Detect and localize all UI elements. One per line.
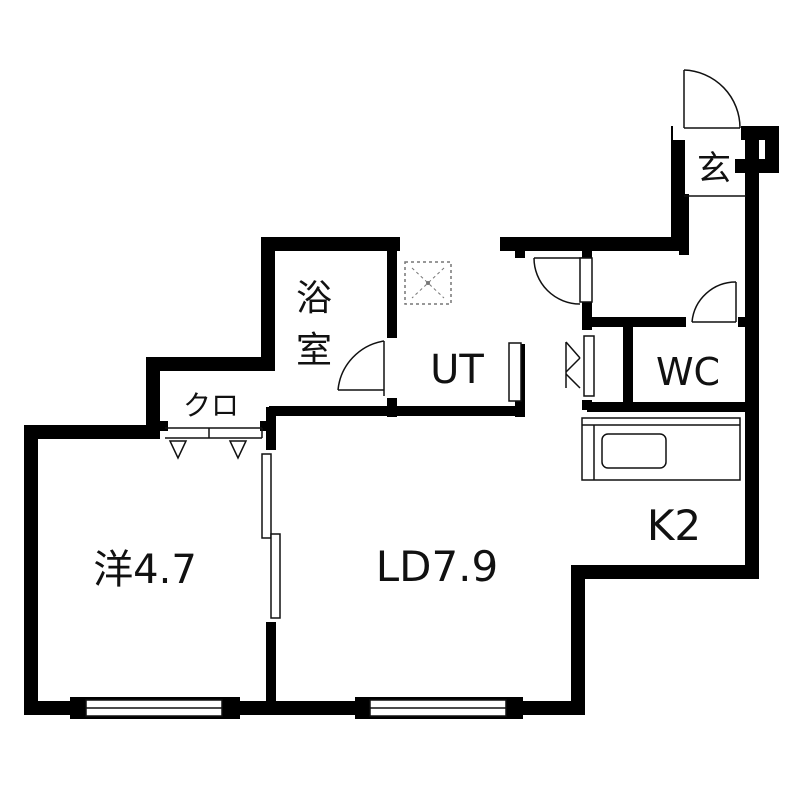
exterior-walls [24,126,779,715]
west-and-south-wall [24,168,759,715]
room-labels: 洋4.7 LD7.9 K2 WC UT 浴 室 クロ 玄 [93,149,731,593]
room-label-utility: UT [430,347,484,393]
kitchen-sink-icon [581,417,741,481]
room-label-closet: クロ [183,389,239,422]
closet-doors [165,420,263,460]
window-bottom-ld [355,697,523,719]
ut-door [508,257,593,402]
sliding-door-ld-western [261,450,281,622]
washer-pan-icon [404,261,452,305]
entrance-nub [733,126,779,173]
room-label-living-dining: LD7.9 [376,542,499,591]
window-bottom-western [70,697,240,719]
interior-walls [157,194,751,705]
window-top-ut [400,236,500,252]
room-label-toilet: WC [656,350,720,394]
room-label-bath-bottom: 室 [296,330,332,371]
entrance-door [673,69,746,197]
wc-door [686,281,738,328]
bath-door [337,338,398,398]
hall-folding-door [565,330,595,400]
room-label-entrance: 玄 [697,149,731,189]
room-label-bath-top: 浴 [296,278,332,319]
room-label-western: 洋4.7 [93,547,197,593]
room-label-kitchen: K2 [647,501,701,550]
